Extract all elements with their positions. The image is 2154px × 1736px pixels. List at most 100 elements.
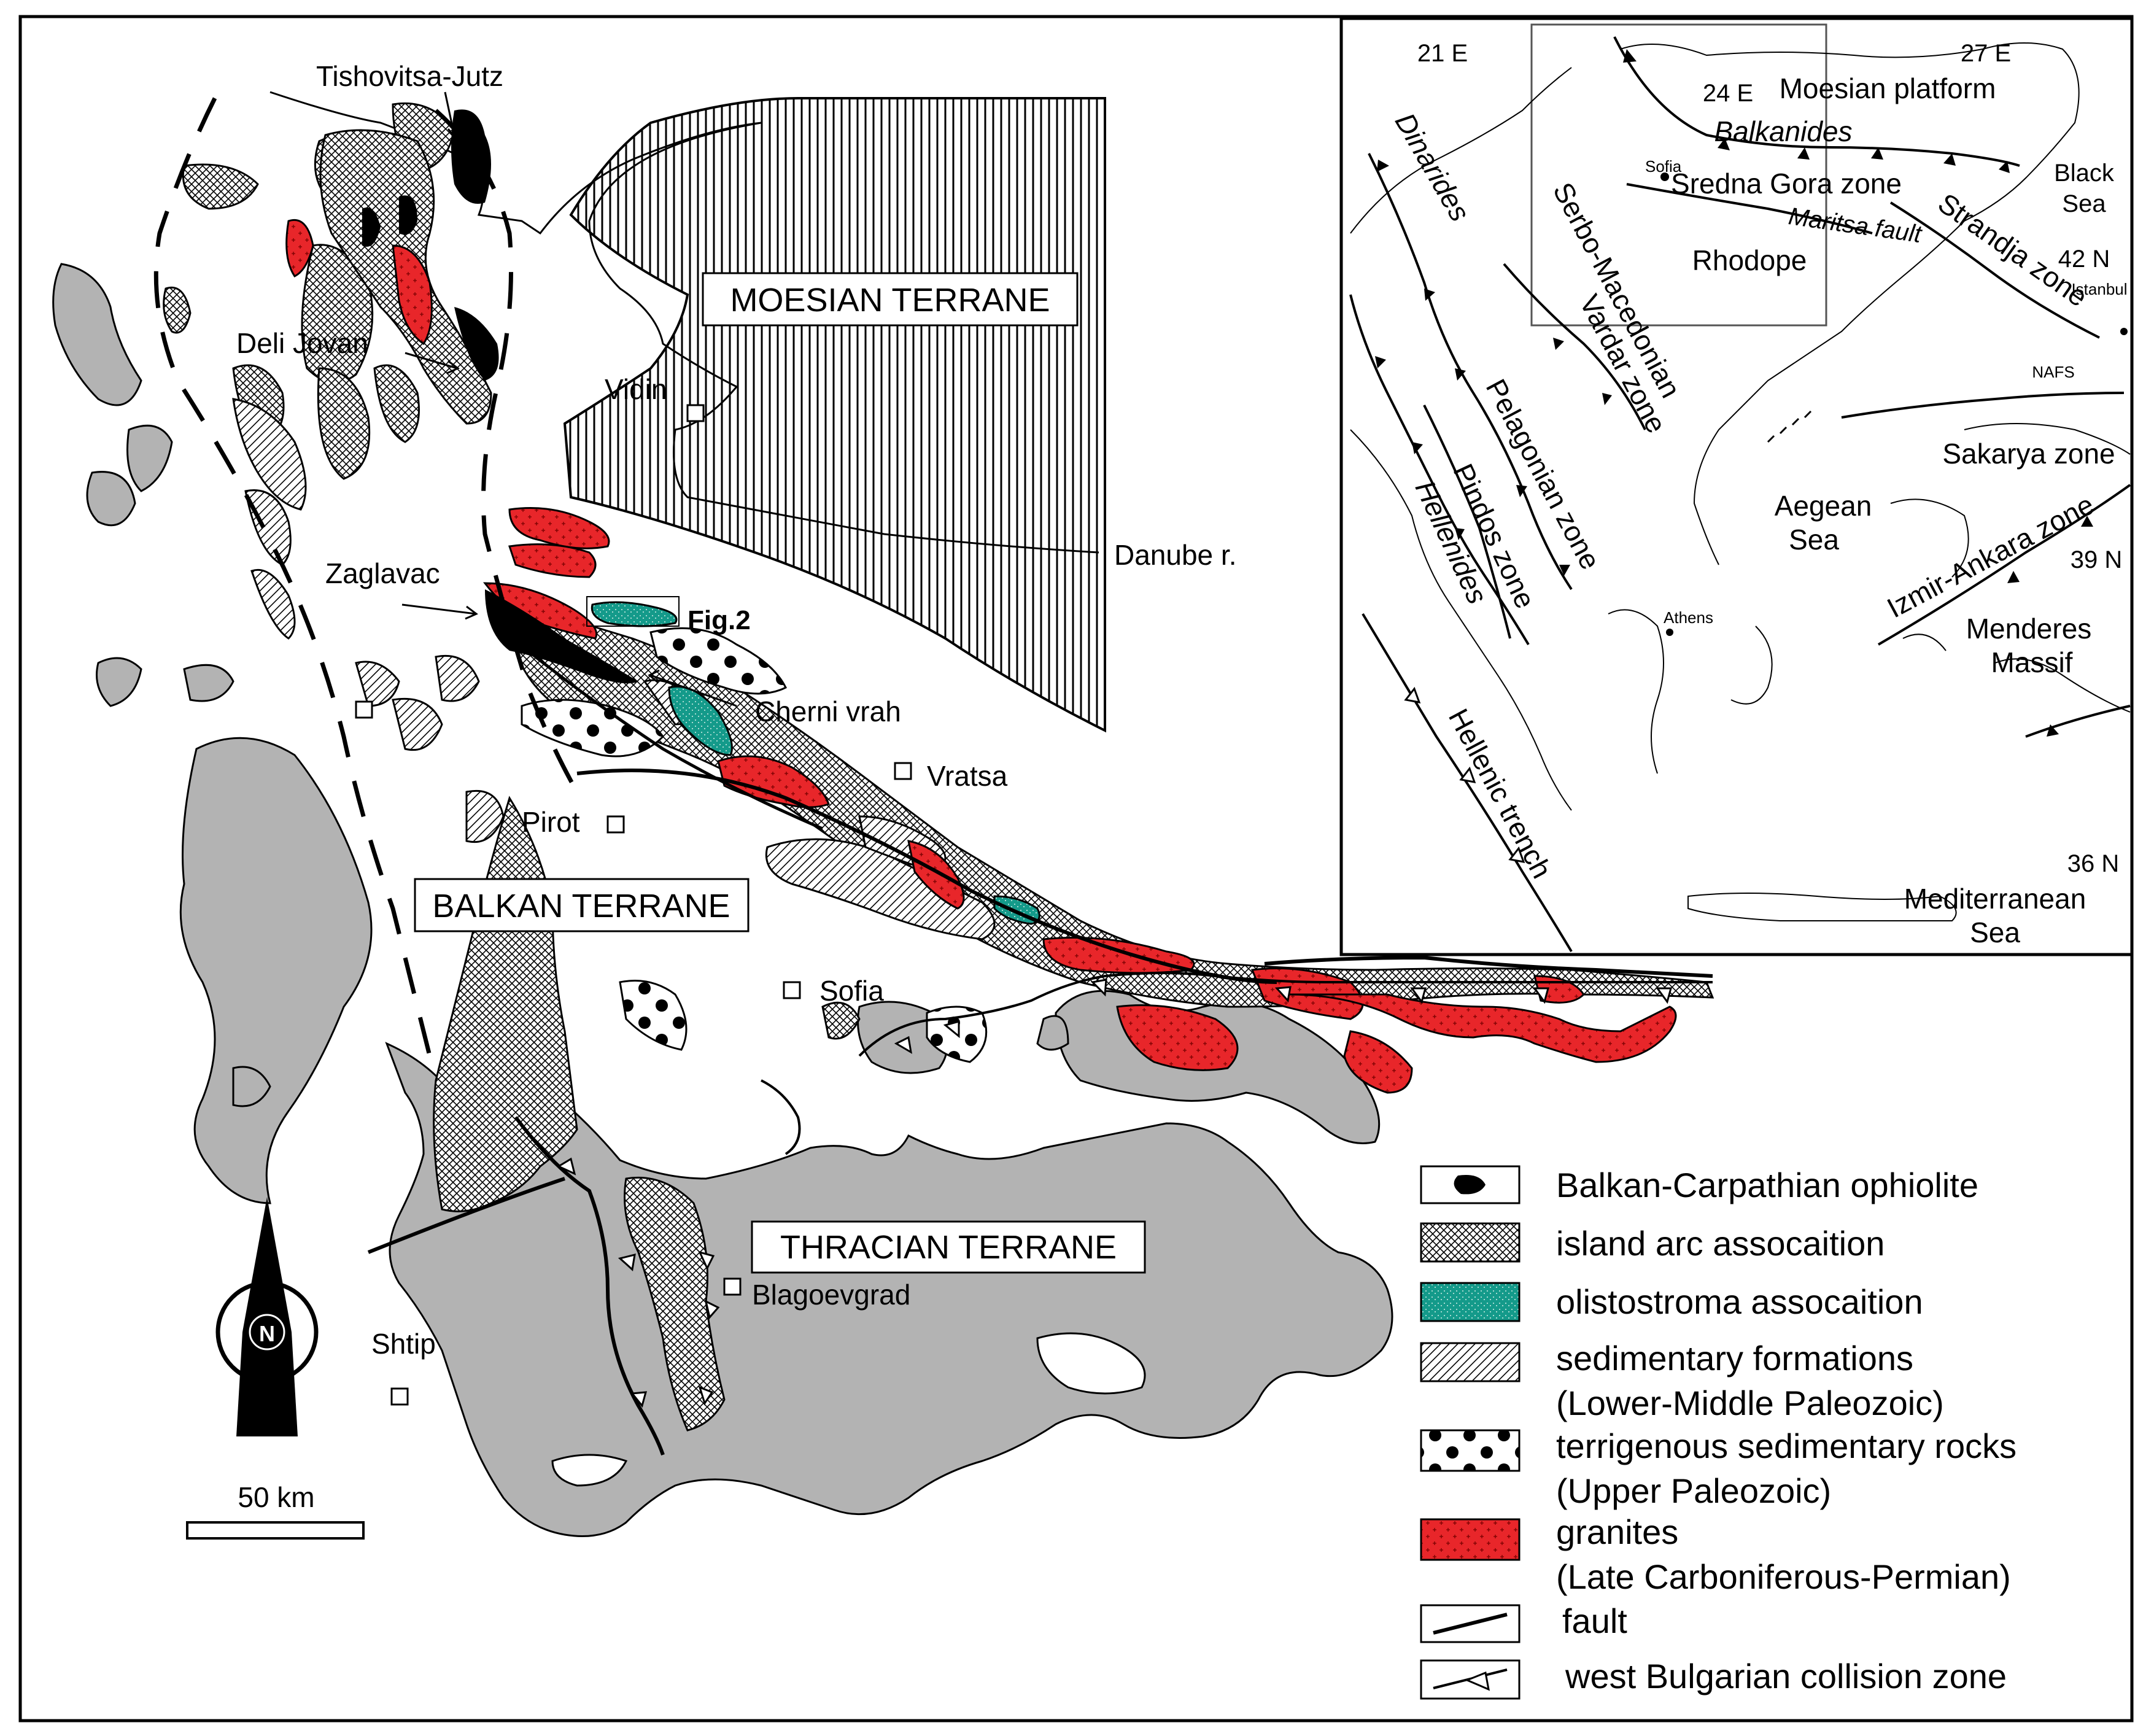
inset-lat-39: 39 N bbox=[2071, 546, 2123, 573]
ophiolite-body bbox=[451, 109, 491, 204]
island-arc-body bbox=[182, 163, 259, 210]
terrigenous-body bbox=[619, 980, 688, 1051]
inset-sofia-dot bbox=[1660, 172, 1669, 181]
legend-label-island-arc: island arc assocaition bbox=[1556, 1224, 1885, 1263]
thracian-west-area bbox=[126, 424, 173, 492]
thracian-inner-white bbox=[1036, 1332, 1146, 1395]
legend-label-fault: fault bbox=[1562, 1602, 1627, 1640]
thracian-east-area bbox=[1036, 1015, 1069, 1051]
fault-line bbox=[527, 649, 823, 831]
blagoevgrad-label: Blagoevgrad bbox=[752, 1279, 910, 1311]
inset-menderes-1: Menderes bbox=[1966, 613, 2092, 645]
balkan-terrane-box bbox=[414, 878, 750, 932]
legend-item-olistostroma: olistostroma assocaition bbox=[1420, 1282, 1923, 1322]
inset-black-sea-2: Sea bbox=[2062, 190, 2106, 217]
legend-item-granites: granites (Late Carboniferous-Permian) bbox=[1420, 1513, 2011, 1596]
granite-body bbox=[1288, 993, 1677, 1063]
vratsa-label: Vratsa bbox=[927, 760, 1008, 792]
granite-body bbox=[508, 543, 597, 578]
tishovitsa-label: Tishovitsa-Jutz bbox=[316, 60, 503, 92]
legend-label-terrigenous-age: (Upper Paleozoic) bbox=[1556, 1471, 1831, 1510]
inset-aegean-2: Sea bbox=[1789, 524, 1839, 556]
sedimentary-strip bbox=[435, 654, 480, 702]
legend: Balkan-Carpathian ophiolite island arc a… bbox=[1420, 1165, 2016, 1700]
legend-item-fault: fault bbox=[1420, 1602, 1627, 1643]
legend-label-granites-age: (Late Carboniferous-Permian) bbox=[1556, 1557, 2011, 1596]
inset-frame bbox=[1339, 17, 2134, 956]
granite-body bbox=[508, 507, 610, 549]
inset-athens-dot bbox=[1666, 629, 1673, 636]
sedimentary-strip bbox=[244, 489, 292, 566]
collision-zone-line bbox=[556, 972, 1713, 1408]
sedimentary-strip bbox=[465, 789, 505, 843]
inset-lat-42: 42 N bbox=[2058, 246, 2110, 273]
shtip-label: Shtip bbox=[371, 1328, 436, 1360]
inset-lat-36: 36 N bbox=[2067, 850, 2120, 877]
north-arrow-label: N bbox=[259, 1321, 275, 1346]
olistostroma-body bbox=[668, 685, 733, 756]
inset-trench-teeth bbox=[1404, 686, 1525, 863]
legend-item-sedimentary: sedimentary formations (Lower-Middle Pal… bbox=[1420, 1339, 1944, 1422]
olistostroma-body bbox=[591, 601, 678, 627]
pirot-label: Pirot bbox=[522, 806, 580, 838]
inset-balkanides: Balkanides bbox=[1714, 115, 1852, 147]
dashed-boundary-east bbox=[434, 109, 579, 793]
inset-istanbul: Istanbul bbox=[2071, 280, 2127, 298]
town-marker-unnamed bbox=[355, 700, 373, 719]
inset-med-1: Mediterranean bbox=[1904, 883, 2086, 915]
town-marker-sofia bbox=[783, 981, 801, 999]
inset-lon-24: 24 E bbox=[1703, 80, 1753, 107]
dashed-boundary-west bbox=[153, 97, 432, 1056]
granite-body bbox=[907, 840, 965, 910]
inset-nafs: NAFS bbox=[2032, 363, 2074, 381]
thracian-terrane-box bbox=[751, 1220, 1146, 1274]
cherni-vrah-label: Cherni vrah bbox=[755, 696, 901, 727]
legend-item-terrigenous: terrigenous sedimentary rocks (Upper Pal… bbox=[1420, 1427, 2016, 1510]
inset-black-sea-1: Black bbox=[2054, 160, 2115, 187]
fig2-box bbox=[586, 596, 680, 627]
thracian-south-area bbox=[385, 1042, 1393, 1537]
inset-rhodope: Rhodope bbox=[1692, 244, 1807, 276]
legend-item-collision: west Bulgarian collision zone bbox=[1420, 1657, 2007, 1700]
town-marker-pirot bbox=[606, 815, 625, 834]
island-arc-body bbox=[821, 1001, 861, 1040]
moesian-terrane-box bbox=[702, 272, 1079, 327]
thracian-west-area bbox=[96, 657, 142, 707]
ophiolite-body bbox=[362, 207, 381, 247]
pointer-arrows bbox=[401, 91, 737, 707]
inset-athens: Athens bbox=[1664, 608, 1713, 627]
inset-istanbul-dot bbox=[2120, 328, 2128, 335]
legend-label-ophiolite: Balkan-Carpathian ophiolite bbox=[1556, 1166, 1978, 1204]
inset-med-2: Sea bbox=[1970, 916, 2020, 948]
inset-lon-21: 21 E bbox=[1417, 40, 1468, 67]
legend-label-collision: west Bulgarian collision zone bbox=[1565, 1657, 2007, 1695]
ophiolite-body bbox=[454, 307, 499, 381]
inset-dashed-fault bbox=[1767, 410, 1812, 443]
inset-thrust-teeth bbox=[1375, 49, 2093, 737]
thracian-terrane-label: THRACIAN TERRANE bbox=[780, 1229, 1117, 1266]
thracian-west-area bbox=[232, 1066, 271, 1107]
balkan-terrane-label: BALKAN TERRANE bbox=[432, 888, 730, 924]
terrigenous-body bbox=[521, 699, 664, 758]
inset-sofia: Sofia bbox=[1645, 157, 1682, 176]
thracian-west-area bbox=[183, 664, 234, 702]
inset-moesian-platform: Moesian platform bbox=[1780, 72, 1996, 104]
inset-coastlines bbox=[1350, 42, 2131, 922]
town-marker-shtip bbox=[390, 1387, 409, 1406]
inset-lon-27: 27 E bbox=[1961, 40, 2011, 67]
vidin-label: Vidin bbox=[605, 373, 667, 405]
zaglavac-label: Zaglavac bbox=[325, 557, 440, 589]
legend-item-island-arc: island arc assocaition bbox=[1420, 1222, 1885, 1263]
thracian-west-area bbox=[179, 737, 373, 1204]
fig2-label: Fig.2 bbox=[688, 605, 751, 635]
ophiolite-body bbox=[399, 195, 417, 235]
granite-body bbox=[1343, 1030, 1413, 1094]
inset-tectonic-lines bbox=[1349, 36, 2131, 953]
moesian-terrane-area bbox=[563, 97, 1106, 733]
scale-bar-label: 50 km bbox=[238, 1481, 314, 1513]
legend-label-terrigenous: terrigenous sedimentary rocks bbox=[1556, 1427, 2016, 1465]
ophiolite-body bbox=[485, 589, 638, 684]
island-arc-body bbox=[317, 367, 371, 480]
thracian-west-area bbox=[52, 263, 142, 406]
